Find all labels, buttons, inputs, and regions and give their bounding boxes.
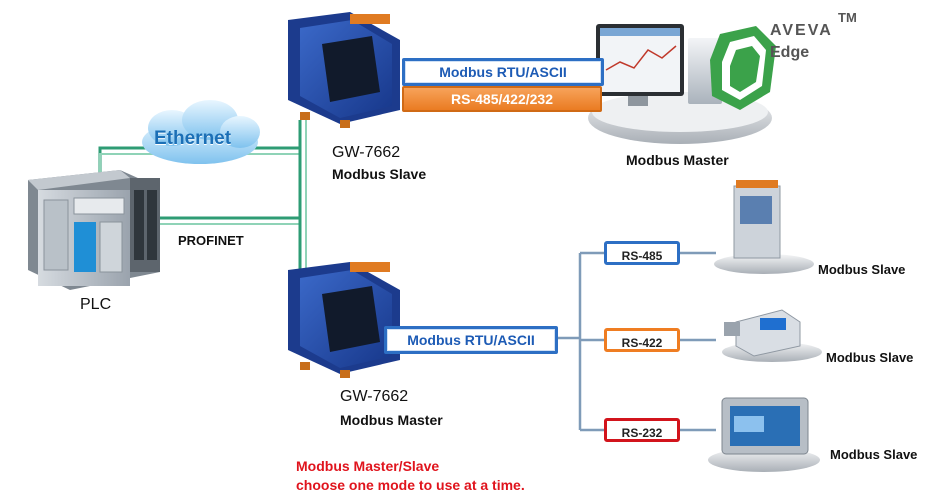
aveva-tm: TM [838, 10, 857, 25]
master-pc-label: Modbus Master [626, 152, 729, 168]
slave-1-label: Modbus Slave [818, 262, 906, 277]
profinet-label: PROFINET [178, 233, 244, 248]
slave-device-1 [714, 180, 814, 274]
rs485-port: RS-485 [604, 241, 680, 265]
plc-device [28, 170, 160, 290]
serial-bus [558, 251, 716, 432]
plc-label: PLC [80, 296, 112, 313]
aveva-edge: Edge [770, 44, 810, 61]
aveva-name: AVEVA [770, 22, 833, 39]
slave-device-3 [708, 397, 820, 472]
aveva-logo [710, 26, 776, 110]
ethernet-label: Ethernet [154, 128, 232, 149]
gateway-bottom-device [288, 262, 400, 378]
mode-note-line2: choose one mode to use at a time. [296, 477, 525, 493]
ethernet-cloud [142, 100, 260, 164]
top-serial-link: RS-485/422/232 [402, 86, 602, 112]
mode-note: Modbus Master/Slave choose one mode to u… [296, 457, 525, 495]
rs422-port: RS-422 [604, 328, 680, 352]
bottom-rtu-link: Modbus RTU/ASCII [384, 326, 558, 354]
gateway-bottom-role: Modbus Master [340, 412, 443, 428]
gateway-top-model: GW-7662 [332, 144, 401, 161]
gateway-bottom-model: GW-7662 [340, 388, 409, 405]
mode-note-line1: Modbus Master/Slave [296, 458, 440, 474]
rs232-port: RS-232 [604, 418, 680, 442]
slave-2-label: Modbus Slave [826, 350, 914, 365]
top-rtu-link: Modbus RTU/ASCII [402, 58, 604, 86]
gateway-top-device [288, 12, 400, 128]
slave-3-label: Modbus Slave [830, 447, 918, 462]
slave-device-2 [722, 309, 822, 362]
gateway-top-role: Modbus Slave [332, 166, 427, 182]
